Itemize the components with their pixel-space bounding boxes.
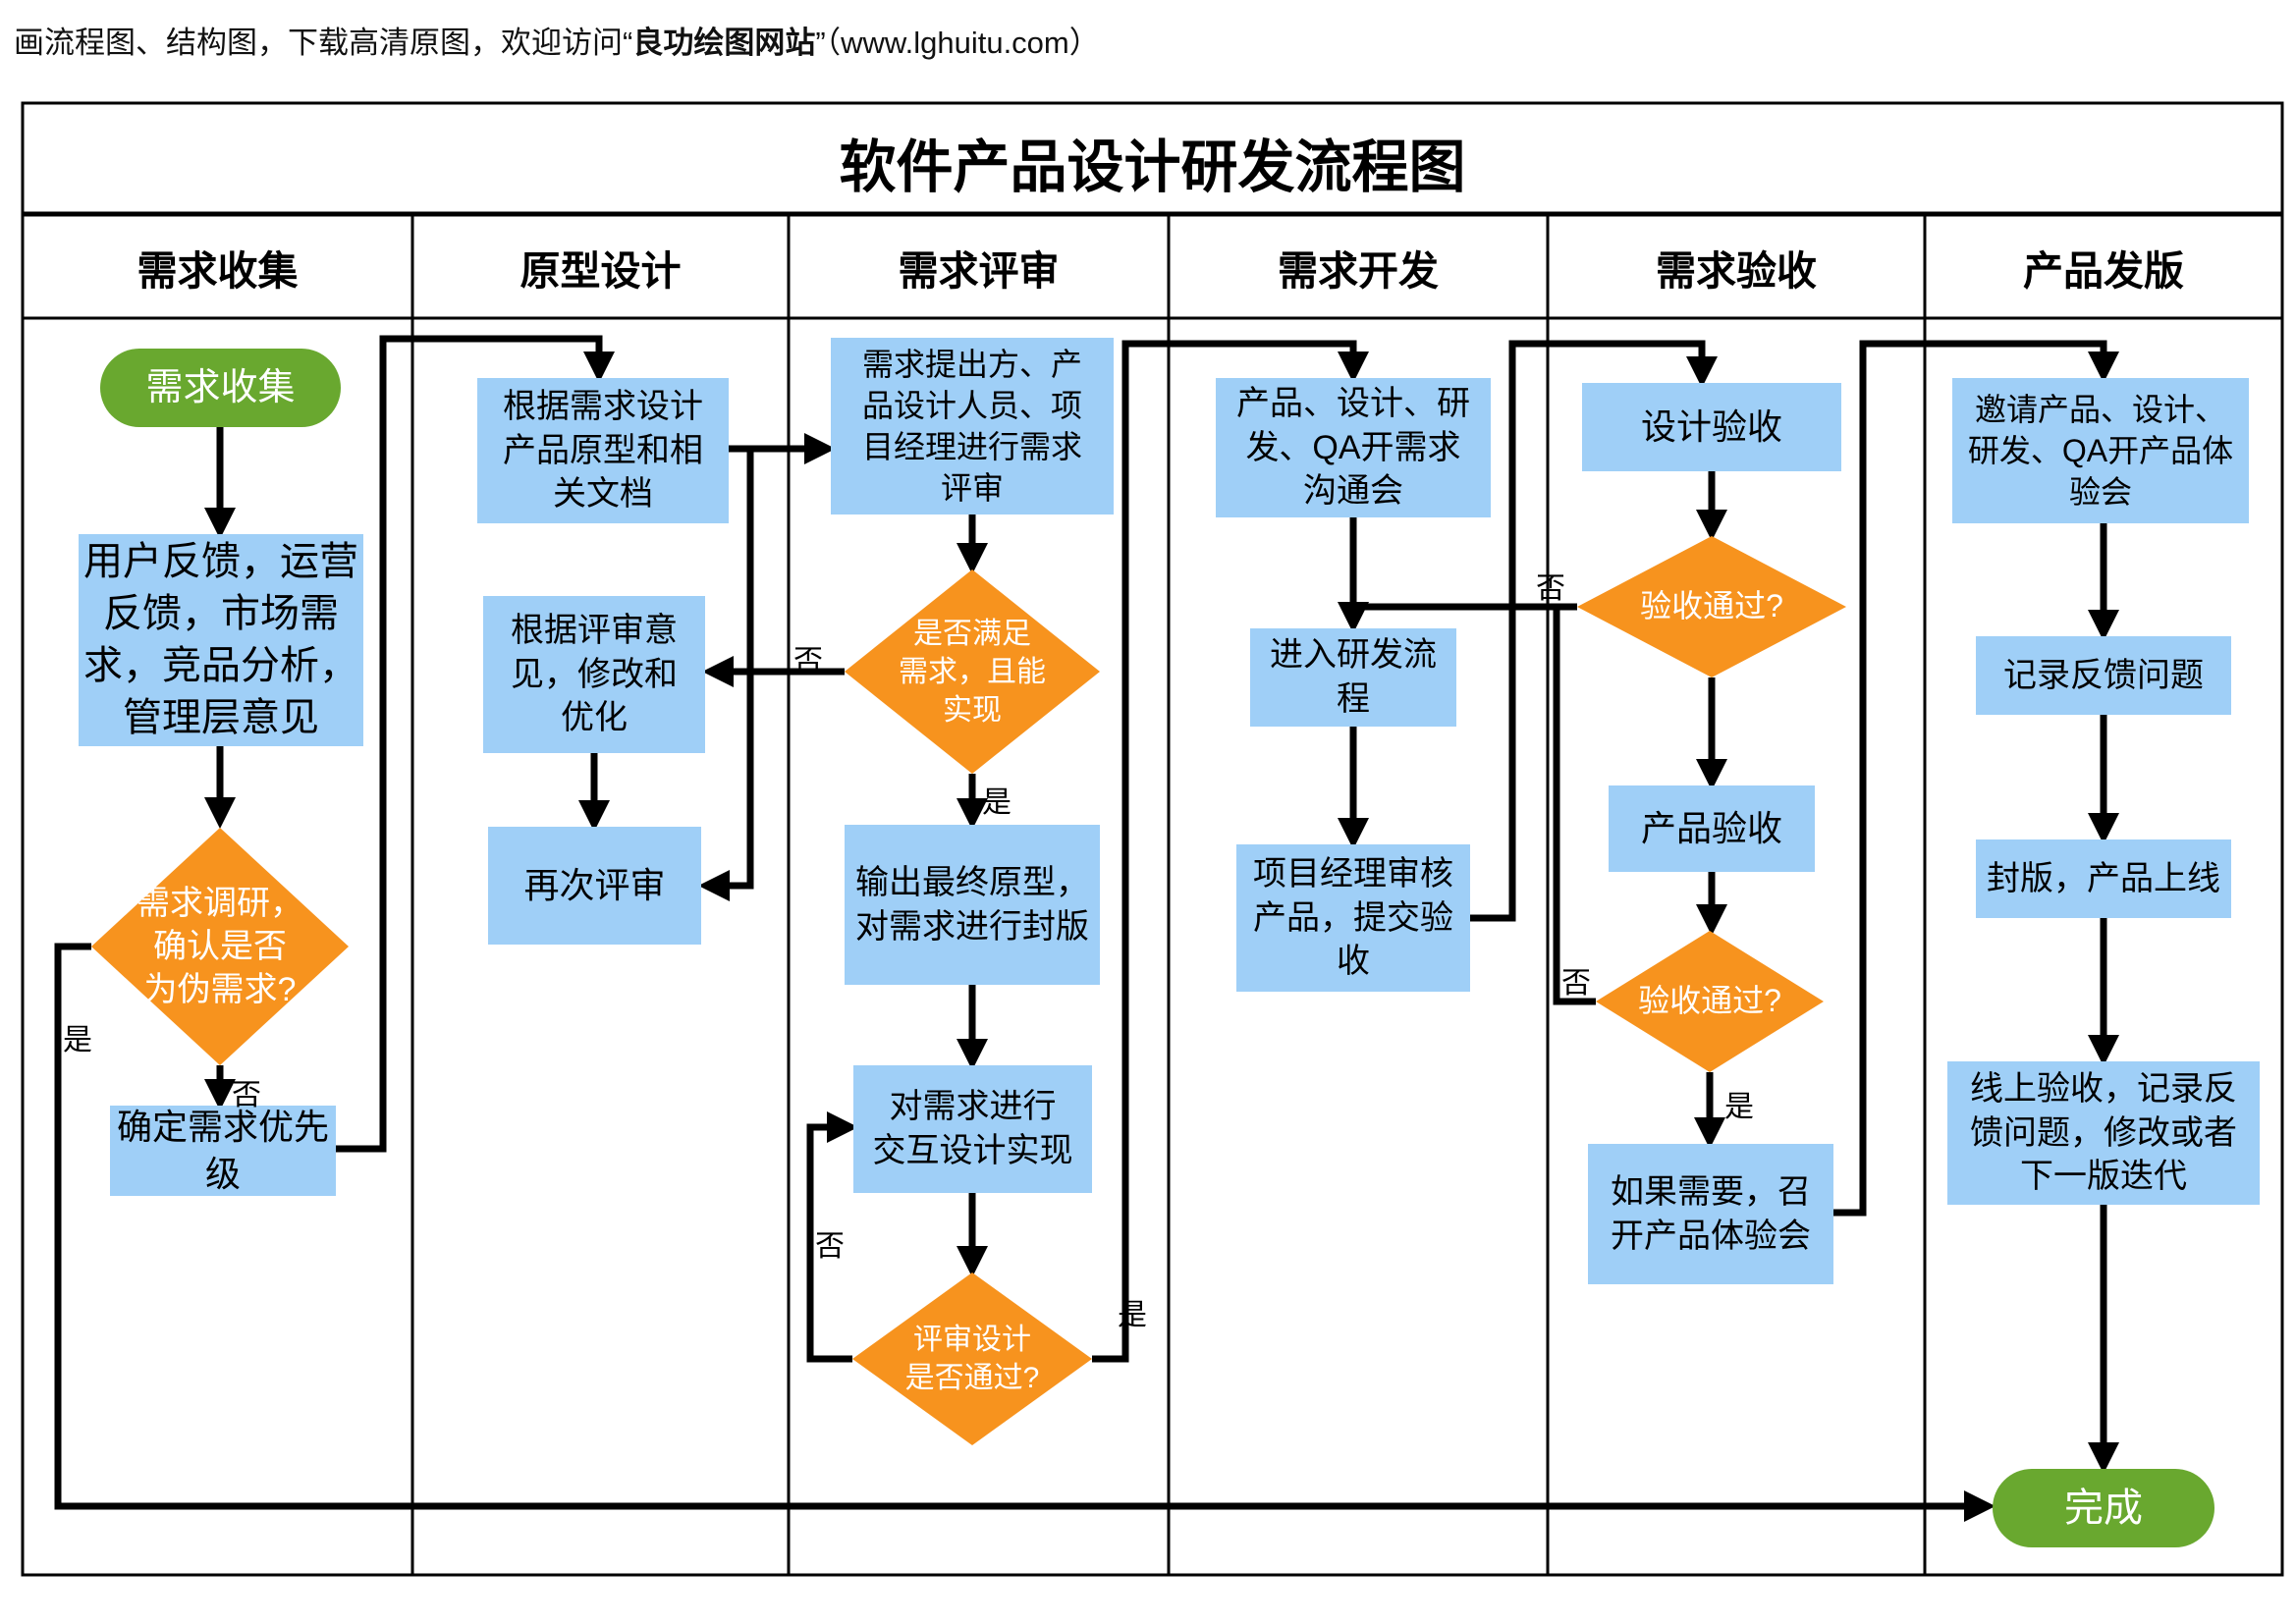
edge-designpass-yes-to-kickoff [1092,340,1370,1363]
caption-brand: 良功绘图网站 [632,26,816,60]
node-review-meeting: 需求提出方、产 品设计人员、项 目经理进行需求 评审 [831,338,1114,514]
node-record-feedback: 记录反馈问题 [1976,636,2231,715]
edge-experience-to-invite [1833,340,2120,1217]
lane-header-prototype-design: 原型设计 [519,248,682,294]
diamond-design-pass-label: 评审设计 是否通过? [904,1324,1040,1394]
node-final-prototype: 输出最终原型， 对需求进行封版 [845,825,1100,985]
node-invite-experience: 邀请产品、设计、 研发、QA开产品体 验会 [1952,378,2249,523]
page-title: 软件产品设计研发流程图 [839,135,1466,199]
caption-prefix: 画流程图、结构图，下载高清原图，欢迎访问“ [14,26,633,60]
edge-label-accept2-no: 否 [1561,967,1591,1000]
node-start: 需求收集 [100,349,341,427]
diamond-design-pass-shape [852,1272,1092,1445]
node-pm-review: 项目经理审核 产品，提交验 收 [1236,844,1470,992]
edge-label-accept1-no: 否 [1536,572,1565,605]
edge-branch-to-rereview [698,449,754,902]
node-kickoff-meeting: 产品、设计、研 发、QA开需求 沟通会 [1216,378,1491,517]
lane-header-requirement-accept: 需求验收 [1656,248,1817,294]
caption-suffix: ”（www.lghuitu.com） [815,26,1100,60]
diamond-fake-requirement-shape [91,828,349,1065]
diamond-satisfy-label: 是否满足 需求，且能 实现 [899,617,1046,727]
node-re-review: 再次评审 [488,827,701,945]
swimlane-grid [21,101,2284,1577]
node-freeze-launch: 封版，产品上线 [1976,839,2231,918]
node-feedback-sources: 用户反馈，运营 反馈，市场需 求，竞品分析， 管理层意见 [79,534,363,746]
lane-header-requirement-collect: 需求收集 [137,248,299,294]
edge-label-satisfy-yes: 是 [982,786,1011,819]
edge-designpass-no-loop [806,1110,858,1363]
edge-priority-to-prototype [336,335,616,1153]
lane-header-requirement-dev: 需求开发 [1278,248,1439,294]
node-online-accept: 线上验收，记录反 馈问题，修改或者 下一版迭代 [1947,1061,2260,1205]
diamond-fake-requirement-label: 需求调研， 确认是否 为伪需求? [137,884,303,1009]
node-dev-process: 进入研发流 程 [1250,628,1456,727]
node-revise-optimize: 根据评审意 见，修改和 优化 [483,596,705,753]
node-set-priority: 确定需求优先 级 [110,1106,336,1196]
lane-header-requirement-review: 需求评审 [898,248,1060,294]
edge-label-designpass-yes: 是 [1118,1299,1147,1331]
edge-label-satisfy-no: 否 [793,645,823,677]
edge-accept2-no-feedback [1553,610,1596,1005]
diamond-accept2-shape [1596,931,1824,1072]
node-design-prototype: 根据需求设计 产品原型和相 关文档 [477,378,729,523]
edge-fakereq-yes-to-done [54,943,1995,1523]
node-done: 完成 [1993,1469,2214,1547]
diamond-accept1-shape [1577,536,1846,677]
node-design-accept: 设计验收 [1582,383,1841,471]
edge-label-designpass-no: 否 [815,1230,845,1263]
node-experience-meeting: 如果需要，召 开产品体验会 [1588,1144,1833,1284]
diamond-accept2-label: 验收通过? [1638,983,1781,1019]
node-product-accept: 产品验收 [1609,785,1815,872]
edge-label-fakereq-no: 否 [232,1079,261,1111]
site-caption: 画流程图、结构图，下载高清原图，欢迎访问“良功绘图网站”（www.lghuitu… [14,18,1100,62]
edge-pmreview-to-designaccept [1466,340,1719,922]
lane-header-product-release: 产品发版 [2023,248,2184,294]
diamond-satisfy-shape [845,569,1100,774]
edge-label-fakereq-yes: 是 [63,1024,92,1056]
diamond-accept1-label: 验收通过? [1640,588,1783,624]
node-interaction-design: 对需求进行 交互设计实现 [853,1065,1092,1193]
edge-label-accept2-yes: 是 [1724,1091,1754,1123]
